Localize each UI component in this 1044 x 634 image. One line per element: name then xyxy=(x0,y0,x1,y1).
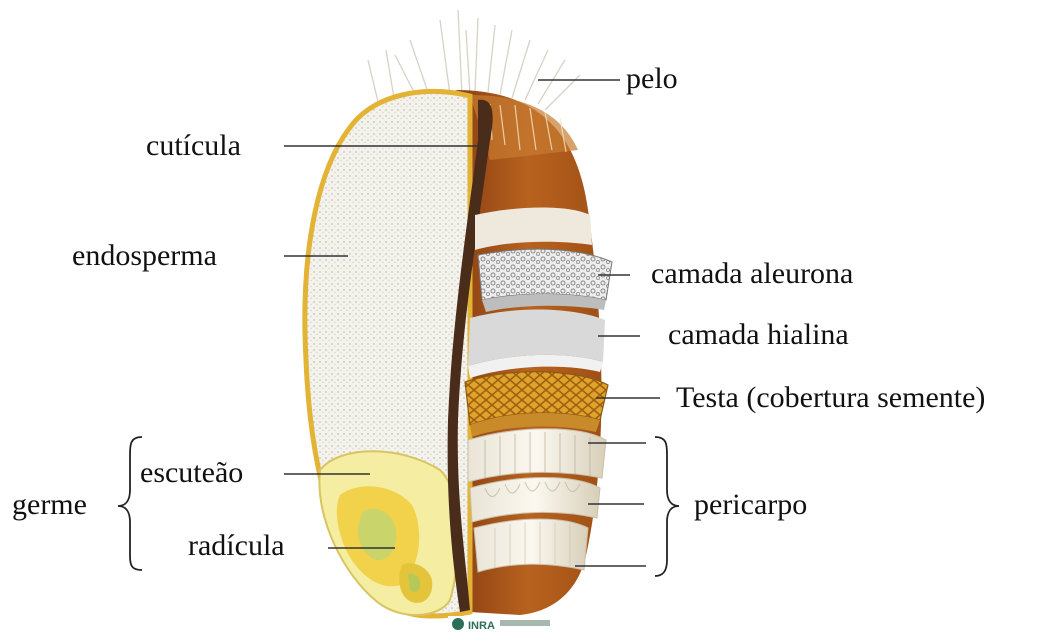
label-radicula: radícula xyxy=(188,531,285,561)
pericarpo-brace xyxy=(655,437,679,576)
label-endosperma: endosperma xyxy=(72,241,217,271)
label-pelo: pelo xyxy=(626,64,678,94)
aleurone-layer xyxy=(478,249,612,312)
label-escuteao: escuteão xyxy=(140,458,243,488)
label-pericarpo: pericarpo xyxy=(694,490,807,520)
logo-stamp: INRA xyxy=(448,616,558,632)
germe-brace xyxy=(118,437,142,570)
germ xyxy=(319,451,458,615)
label-aleurona: camada aleurona xyxy=(651,259,853,289)
label-testa: Testa (cobertura semente) xyxy=(676,383,985,413)
label-cuticula: cutícula xyxy=(146,131,241,161)
pericarp-layers xyxy=(468,429,606,572)
svg-text:INRA: INRA xyxy=(468,620,495,632)
label-hialina: camada hialina xyxy=(668,320,849,350)
label-germe: germe xyxy=(12,490,87,520)
